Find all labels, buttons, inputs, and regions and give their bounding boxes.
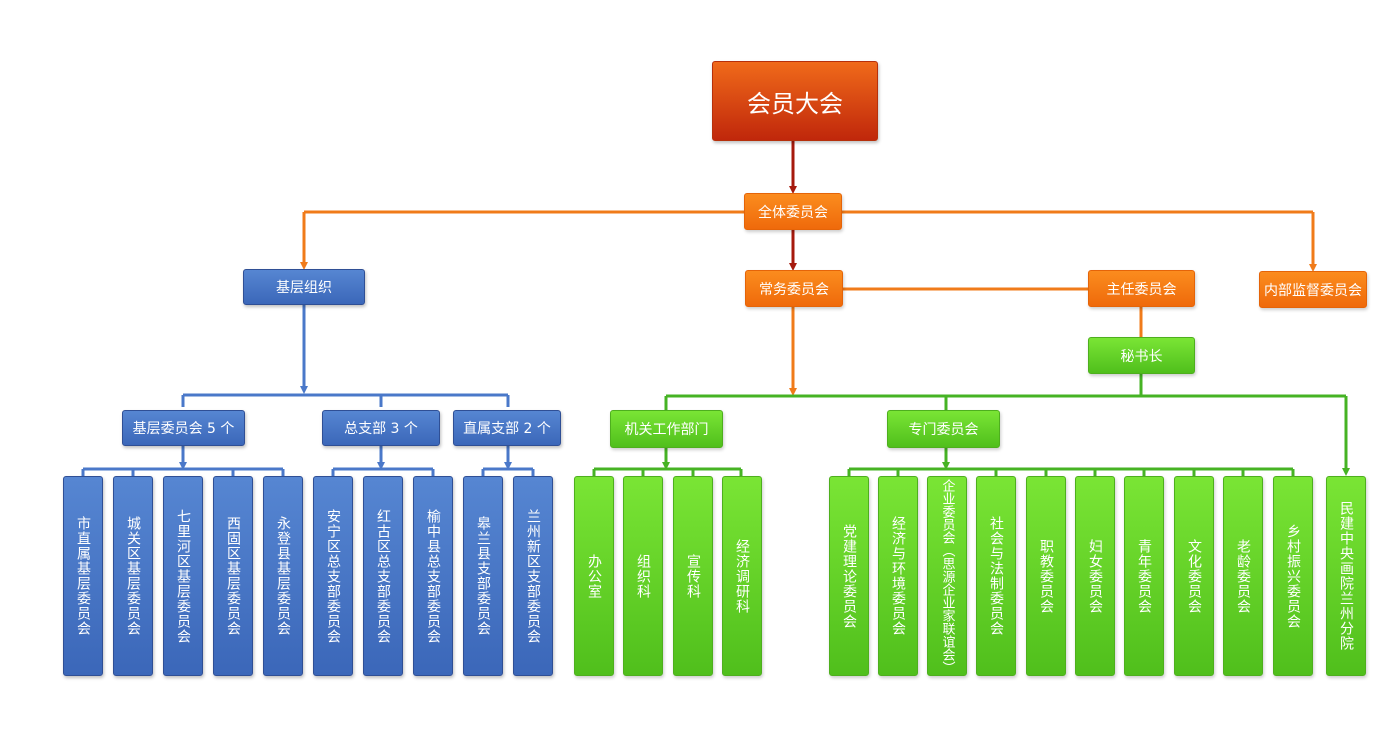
leaf-special: 企业委员会（思源企业家联谊会） <box>927 476 967 676</box>
leaf-office: 经济调研科 <box>722 476 762 676</box>
leaf-blue: 兰州新区支部委员会 <box>513 476 553 676</box>
leaf-special: 青年委员会 <box>1124 476 1164 676</box>
leaf-painting-academy: 民建中央画院兰州分院 <box>1326 476 1366 676</box>
node-general-branches: 总支部 3 个 <box>322 410 440 446</box>
leaf-special: 妇女委员会 <box>1075 476 1115 676</box>
node-special-committees: 专门委员会 <box>887 410 1000 448</box>
leaf-blue: 西固区基层委员会 <box>213 476 253 676</box>
leaf-blue: 红古区总支部委员会 <box>363 476 403 676</box>
leaf-blue: 永登县基层委员会 <box>263 476 303 676</box>
leaf-special: 党建理论委员会 <box>829 476 869 676</box>
node-secretary-general: 秘书长 <box>1088 337 1195 374</box>
node-full-committee: 全体委员会 <box>744 193 842 230</box>
node-grassroots-committees: 基层委员会 5 个 <box>122 410 245 446</box>
leaf-blue: 安宁区总支部委员会 <box>313 476 353 676</box>
node-grassroots: 基层组织 <box>243 269 365 305</box>
leaf-office: 宣传科 <box>673 476 713 676</box>
node-standing-committee: 常务委员会 <box>745 270 843 307</box>
leaf-special: 文化委员会 <box>1174 476 1214 676</box>
node-direct-branches: 直属支部 2 个 <box>453 410 561 446</box>
node-general-assembly: 会员大会 <box>712 61 878 141</box>
leaf-special: 经济与环境委员会 <box>878 476 918 676</box>
leaf-office: 组织科 <box>623 476 663 676</box>
leaf-blue: 市直属基层委员会 <box>63 476 103 676</box>
node-supervision-committee: 内部监督委员会 <box>1259 271 1367 308</box>
leaf-special: 老龄委员会 <box>1223 476 1263 676</box>
node-office-departments: 机关工作部门 <box>610 410 723 448</box>
leaf-blue: 榆中县总支部委员会 <box>413 476 453 676</box>
leaf-blue: 皋兰县支部委员会 <box>463 476 503 676</box>
node-chair-committee: 主任委员会 <box>1088 270 1195 307</box>
leaf-special: 社会与法制委员会 <box>976 476 1016 676</box>
leaf-office: 办公室 <box>574 476 614 676</box>
leaf-special: 职教委员会 <box>1026 476 1066 676</box>
leaf-blue: 城关区基层委员会 <box>113 476 153 676</box>
leaf-special: 乡村振兴委员会 <box>1273 476 1313 676</box>
leaf-blue: 七里河区基层委员会 <box>163 476 203 676</box>
